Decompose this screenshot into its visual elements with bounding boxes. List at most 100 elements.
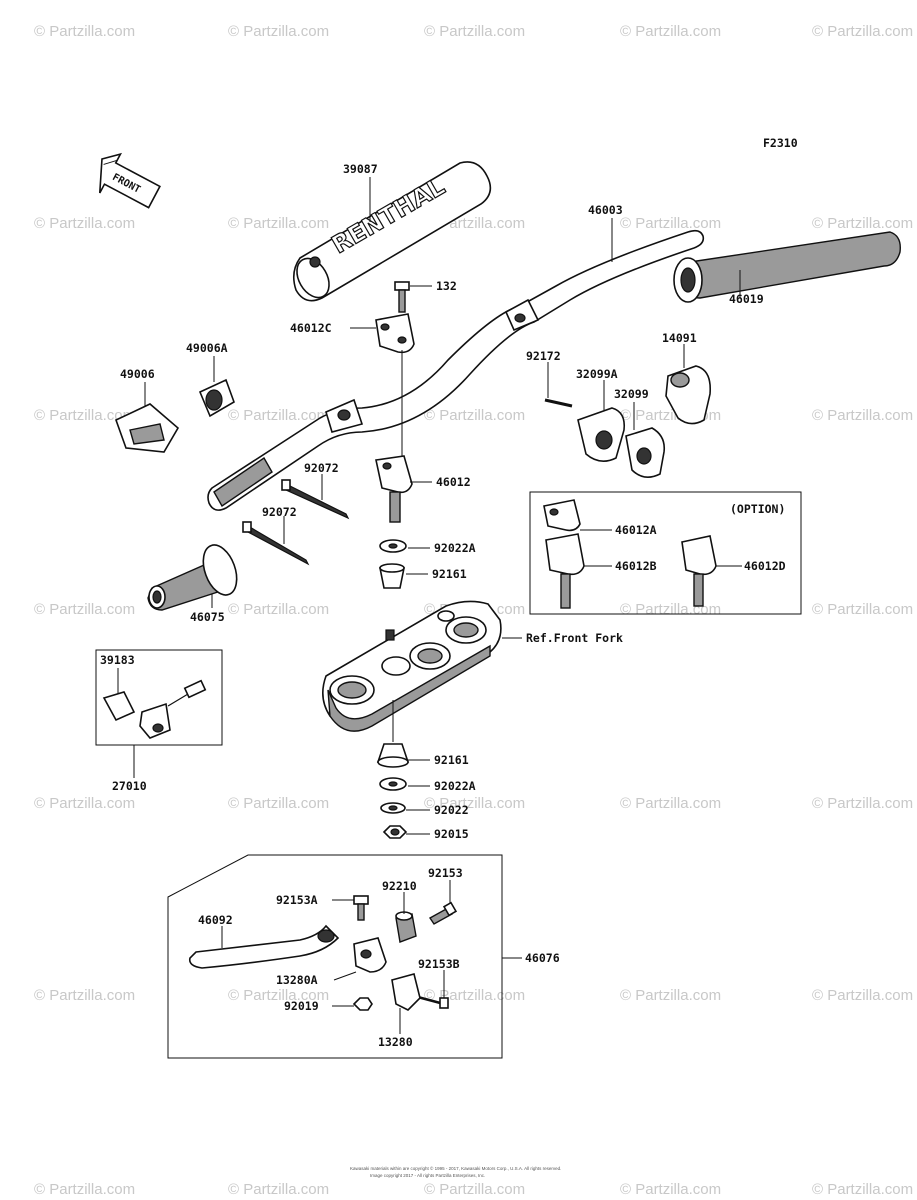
copyright-line-2: Image copyright 2017 - All rights Partzi… — [370, 1173, 485, 1178]
part-label-92022a-bottom: 92022A — [434, 779, 476, 793]
watermark: © Partzilla.com — [424, 23, 525, 40]
washer-92022a-bottom — [379, 777, 407, 791]
part-label-92022: 92022 — [434, 803, 469, 817]
watermark: © Partzilla.com — [34, 987, 135, 1004]
part-label-39183: 39183 — [100, 653, 135, 667]
switch-39183 — [102, 679, 207, 739]
part-label-46012a: 46012A — [615, 523, 657, 537]
rubber-92161-bottom — [376, 743, 410, 768]
bolt-92153a — [353, 895, 369, 921]
watermark: © Partzilla.com — [34, 23, 135, 40]
part-label-46012d: 46012D — [744, 559, 786, 573]
part-label-92072-b: 92072 — [262, 505, 297, 519]
part-label-39087: 39087 — [343, 162, 378, 176]
watermark: © Partzilla.com — [34, 795, 135, 812]
part-label-32099a: 32099A — [576, 367, 618, 381]
bolt-92153 — [428, 901, 458, 925]
lever-46092 — [188, 924, 340, 969]
part-label-46012b: 46012B — [615, 559, 657, 573]
watermark: © Partzilla.com — [228, 215, 329, 232]
part-label-92172: 92172 — [526, 349, 561, 363]
watermark: © Partzilla.com — [228, 1181, 329, 1198]
watermark: © Partzilla.com — [620, 23, 721, 40]
part-label-92015: 92015 — [434, 827, 469, 841]
diagram-code: F2310 — [763, 136, 798, 150]
adjuster-92210 — [395, 911, 417, 943]
nut-92015 — [382, 825, 408, 839]
watermark: © Partzilla.com — [34, 1181, 135, 1198]
part-label-46012: 46012 — [436, 475, 471, 489]
bolt-132 — [394, 281, 410, 313]
part-label-132: 132 — [436, 279, 457, 293]
cable-tie-92072-b — [242, 521, 310, 566]
upper-clamp-46012c — [375, 313, 415, 354]
cable-tie-92072-a — [281, 479, 350, 520]
part-label-27010: 27010 — [112, 779, 147, 793]
watermark: © Partzilla.com — [424, 795, 525, 812]
part-label-92153a: 92153A — [276, 893, 318, 907]
part-label-92022a-top: 92022A — [434, 541, 476, 555]
throttle-housing-14091 — [665, 365, 712, 425]
part-label-13280a: 13280A — [276, 973, 318, 987]
part-label-92161-bottom: 92161 — [434, 753, 469, 767]
watermark: © Partzilla.com — [228, 795, 329, 812]
watermark: © Partzilla.com — [34, 601, 135, 618]
watermark: © Partzilla.com — [812, 795, 913, 812]
rubber-92161-top — [379, 563, 405, 589]
option-label: (OPTION) — [730, 502, 785, 516]
triple-clamp — [322, 600, 502, 732]
switch-assembly-box — [95, 649, 223, 746]
lever-assembly-box — [167, 854, 503, 1059]
clamp-46012b — [545, 533, 585, 609]
handlebar-pad: RENTHAL — [292, 161, 492, 302]
part-label-46075: 46075 — [190, 610, 225, 624]
watermark: © Partzilla.com — [34, 407, 135, 424]
watermark: © Partzilla.com — [228, 601, 329, 618]
copyright-line-1: Kawasaki materials within are copyright … — [350, 1165, 561, 1171]
watermark: © Partzilla.com — [620, 215, 721, 232]
watermark: © Partzilla.com — [424, 987, 525, 1004]
watermark: © Partzilla.com — [620, 795, 721, 812]
washer-92022a-top — [379, 539, 407, 553]
watermark: © Partzilla.com — [424, 1181, 525, 1198]
part-label-92072-a: 92072 — [304, 461, 339, 475]
part-label-14091: 14091 — [662, 331, 697, 345]
part-label-92210: 92210 — [382, 879, 417, 893]
watermark: © Partzilla.com — [228, 23, 329, 40]
part-label-49006: 49006 — [120, 367, 155, 381]
right-grip — [673, 231, 901, 303]
part-label-46012c: 46012C — [290, 321, 332, 335]
watermark: © Partzilla.com — [620, 601, 721, 618]
option-box — [529, 491, 802, 615]
washer-92022 — [380, 802, 406, 814]
bolt-92172 — [544, 398, 573, 408]
watermark: © Partzilla.com — [812, 215, 913, 232]
part-label-92153: 92153 — [428, 866, 463, 880]
part-label-92153b: 92153B — [418, 957, 460, 971]
left-grip — [147, 544, 238, 611]
watermark: © Partzilla.com — [812, 407, 913, 424]
part-label-32099: 32099 — [614, 387, 649, 401]
watermark: © Partzilla.com — [620, 987, 721, 1004]
part-label-46019: 46019 — [729, 292, 764, 306]
clamp-46012a — [543, 499, 581, 532]
part-label-49006a: 49006A — [186, 341, 228, 355]
watermark: © Partzilla.com — [812, 987, 913, 1004]
part-label-13280: 13280 — [378, 1035, 413, 1049]
part-label-46092: 46092 — [198, 913, 233, 927]
watermark: © Partzilla.com — [424, 407, 525, 424]
watermark: © Partzilla.com — [228, 987, 329, 1004]
clamp-32099a — [577, 407, 626, 462]
ref-front-fork: Ref.Front Fork — [526, 631, 623, 645]
watermark: © Partzilla.com — [812, 23, 913, 40]
nut-92019 — [352, 997, 373, 1011]
part-label-46003: 46003 — [588, 203, 623, 217]
watermark: © Partzilla.com — [812, 1181, 913, 1198]
part-label-92019: 92019 — [284, 999, 319, 1013]
switch-49006a — [198, 378, 235, 418]
switch-49006 — [115, 403, 180, 453]
handlebar — [207, 229, 705, 511]
watermark: © Partzilla.com — [228, 407, 329, 424]
clamp-32099 — [625, 427, 666, 478]
